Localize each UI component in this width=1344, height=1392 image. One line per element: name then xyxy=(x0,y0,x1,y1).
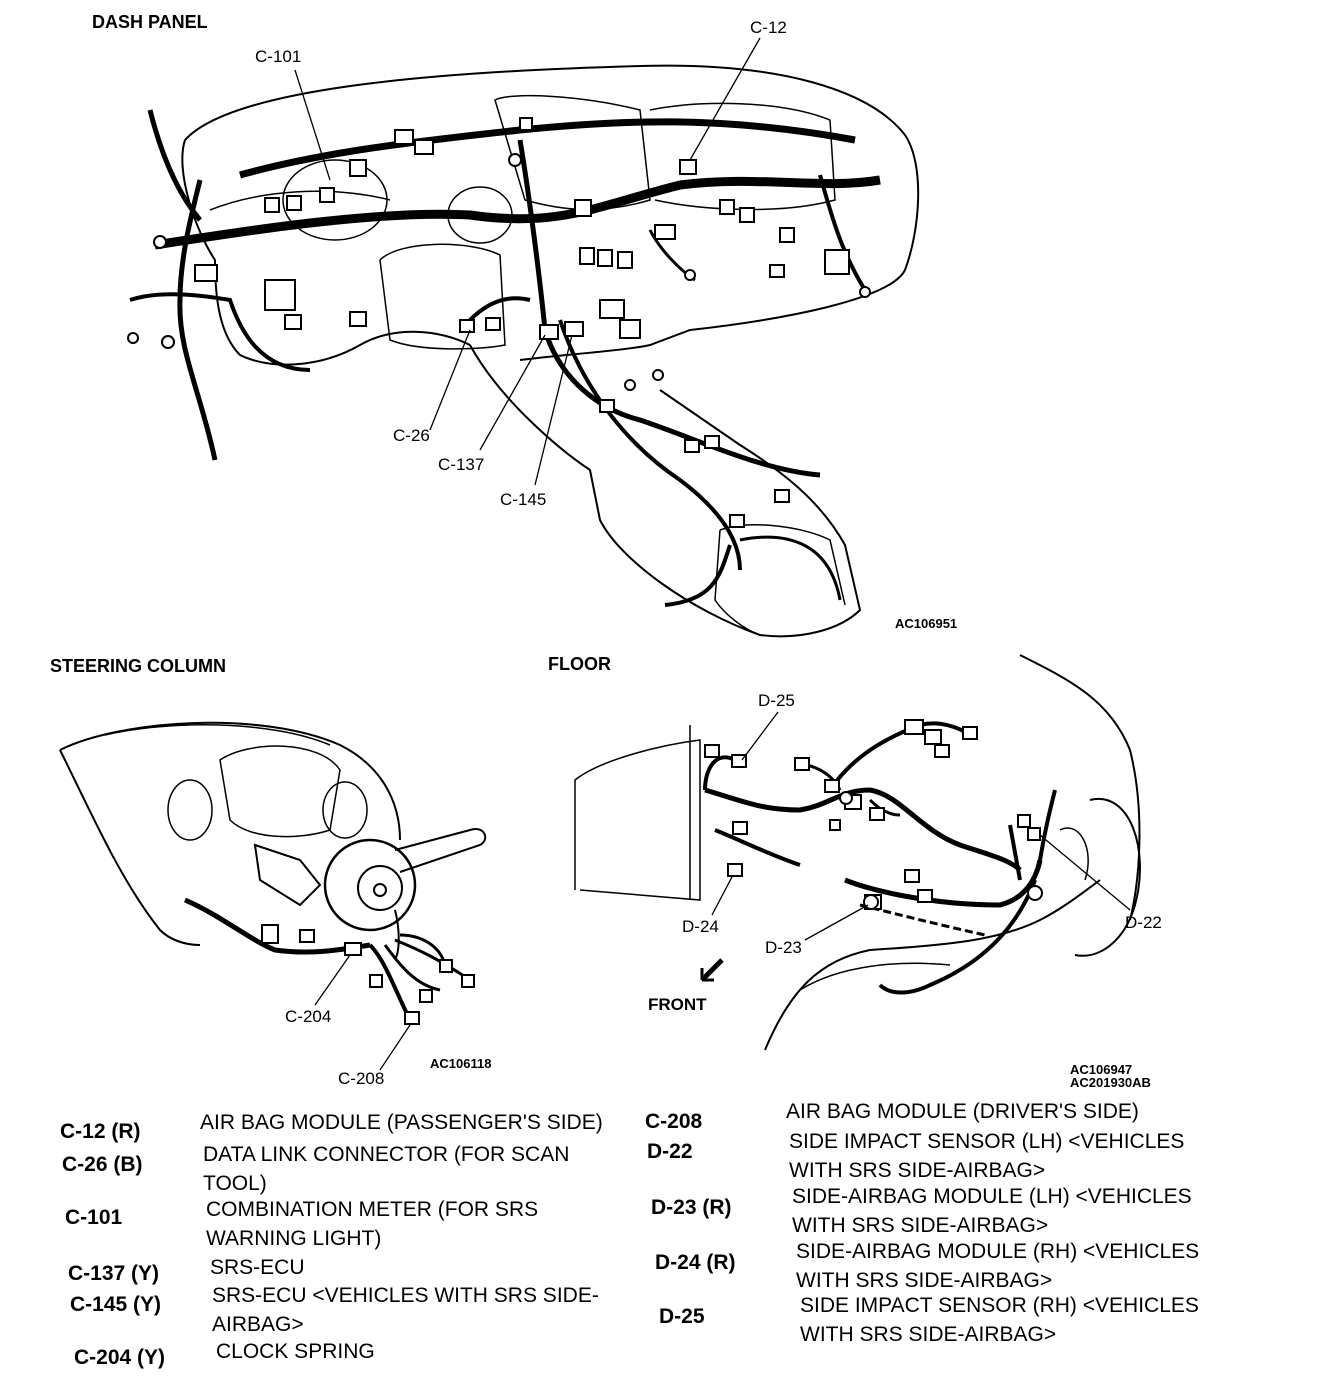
legend-desc: AIR BAG MODULE (PASSENGER'S SIDE) xyxy=(200,1111,603,1134)
legend-desc: WITH SRS SIDE-AIRBAG> xyxy=(789,1159,1046,1182)
callout-d22: D-22 xyxy=(1125,913,1162,932)
callout-c204: C-204 xyxy=(285,1007,331,1026)
dash-panel-drawing xyxy=(127,37,920,638)
legend-desc: AIRBAG> xyxy=(212,1313,304,1336)
callout-d24: D-24 xyxy=(682,917,719,936)
legend-code: D-25 xyxy=(659,1305,705,1328)
legend-desc: COMBINATION METER (FOR SRS xyxy=(206,1198,539,1221)
legend-desc: WITH SRS SIDE-AIRBAG> xyxy=(800,1323,1057,1346)
callout-c12: C-12 xyxy=(750,18,787,37)
legend-desc: WITH SRS SIDE-AIRBAG> xyxy=(792,1214,1049,1237)
floor-title: FLOOR xyxy=(548,654,611,674)
callout-c26: C-26 xyxy=(393,426,430,445)
legend-desc: CLOCK SPRING xyxy=(216,1340,375,1363)
legend-code: D-24 (R) xyxy=(655,1251,736,1274)
legend-desc: SRS-ECU <VEHICLES WITH SRS SIDE- xyxy=(212,1284,599,1307)
figure-code-steering: AC106118 xyxy=(430,1056,491,1071)
callout-c137: C-137 xyxy=(438,455,484,474)
legend-code: D-22 xyxy=(647,1140,693,1163)
callout-d23: D-23 xyxy=(765,938,802,957)
legend-code: C-101 xyxy=(65,1206,123,1229)
legend-desc: SIDE-AIRBAG MODULE (LH) <VEHICLES xyxy=(792,1185,1192,1208)
figure-code-floor-2: AC201930AB xyxy=(1070,1075,1151,1090)
figure-code-floor-1: AC106947 xyxy=(1070,1062,1132,1077)
callout-c208: C-208 xyxy=(338,1069,384,1088)
front-label: FRONT xyxy=(648,995,707,1014)
figure-code-dash: AC106951 xyxy=(895,616,957,631)
legend-desc: SIDE IMPACT SENSOR (RH) <VEHICLES xyxy=(800,1294,1199,1317)
legend-code: C-204 (Y) xyxy=(74,1346,166,1369)
legend-desc: SIDE-AIRBAG MODULE (RH) <VEHICLES xyxy=(796,1240,1200,1263)
legend-desc: DATA LINK CONNECTOR (FOR SCAN xyxy=(203,1143,570,1166)
steering-column-drawing xyxy=(59,721,487,1071)
legend-code: C-137 (Y) xyxy=(68,1262,160,1285)
legend-code: D-23 (R) xyxy=(651,1196,732,1219)
legend-code: C-26 (B) xyxy=(62,1153,143,1176)
legend-code: C-208 xyxy=(645,1110,703,1133)
floor-drawing xyxy=(574,654,1141,1051)
legend-desc: TOOL) xyxy=(203,1172,267,1195)
legend-desc: WITH SRS SIDE-AIRBAG> xyxy=(796,1269,1053,1292)
steering-column-title: STEERING COLUMN xyxy=(50,656,226,676)
legend-desc: AIR BAG MODULE (DRIVER'S SIDE) xyxy=(786,1100,1139,1123)
legend-code: C-12 (R) xyxy=(60,1120,141,1143)
legend-desc: SIDE IMPACT SENSOR (LH) <VEHICLES xyxy=(789,1130,1185,1153)
legend-code: C-145 (Y) xyxy=(70,1293,162,1316)
callout-d25: D-25 xyxy=(758,691,795,710)
callout-c145: C-145 xyxy=(500,490,546,509)
legend-desc: SRS-ECU xyxy=(210,1256,305,1279)
legend-desc: WARNING LIGHT) xyxy=(206,1227,382,1250)
callout-c101: C-101 xyxy=(255,47,301,66)
dash-panel-title: DASH PANEL xyxy=(92,12,208,32)
